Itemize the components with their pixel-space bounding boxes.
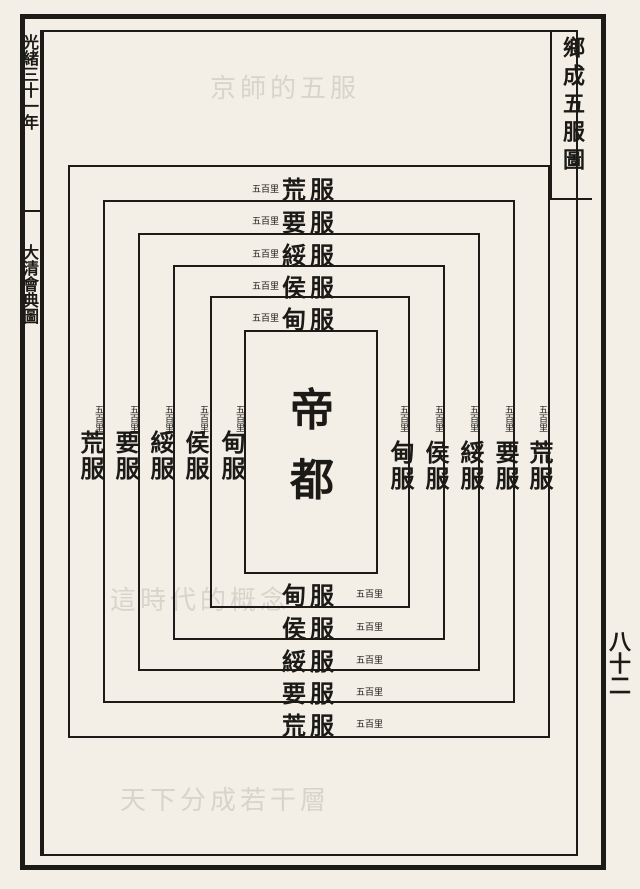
right-distance: 五百里 — [503, 405, 513, 432]
bleed-through-text: 天下分成若干層 — [120, 786, 331, 816]
right-distance: 五百里 — [433, 405, 443, 432]
bottom-distance: 五百里 — [356, 656, 384, 666]
zone-border-2 — [103, 200, 515, 703]
right-distance: 五百里 — [468, 405, 478, 432]
left-zone-col-1: 荒服 — [76, 430, 105, 482]
right-zone-col-2: 要服 — [491, 440, 520, 492]
right-zone-col-3: 綏服 — [456, 440, 485, 492]
right-zone-col-1: 荒服 — [525, 440, 554, 492]
margin-divider — [20, 210, 42, 212]
zone-border-3 — [138, 233, 480, 671]
diagram-title: 鄉成五服圖 — [550, 30, 592, 200]
left-distance: 五百里 — [128, 405, 138, 432]
bottom-zone-row-2: 要服 — [282, 679, 338, 708]
zone-border-1 — [68, 165, 550, 738]
bottom-distance: 五百里 — [356, 623, 384, 633]
bottom-distance: 五百里 — [356, 688, 384, 698]
bottom-zone-row-4: 侯服 — [282, 614, 338, 643]
center-char-1: 帝 — [290, 385, 334, 436]
left-zone-col-4: 侯服 — [181, 430, 210, 482]
zone-border-4 — [173, 265, 445, 640]
margin-column: 光緒三十一年 大清會典圖 — [18, 30, 42, 856]
top-zone-row-3: 綏服 — [282, 241, 338, 270]
top-zone-row-5: 甸服 — [282, 305, 338, 334]
top-distance: 五百里 — [252, 250, 280, 260]
left-zone-col-3: 綏服 — [146, 430, 175, 482]
right-zone-col-5: 甸服 — [386, 440, 415, 492]
bottom-zone-row-1: 荒服 — [282, 711, 338, 740]
left-zone-col-2: 要服 — [111, 430, 140, 482]
right-zone-col-4: 侯服 — [421, 440, 450, 492]
bleed-through-text: 京師的五服 — [210, 74, 361, 104]
center-char-2: 都 — [290, 455, 334, 506]
page-number: 八十二 — [605, 630, 631, 696]
left-distance: 五百里 — [163, 405, 173, 432]
top-distance: 五百里 — [252, 282, 280, 292]
right-distance: 五百里 — [537, 405, 547, 432]
left-zone-col-5: 甸服 — [217, 430, 246, 482]
zone-border-center — [244, 330, 378, 574]
margin-era: 光緒三十一年 — [20, 34, 39, 130]
right-distance: 五百里 — [398, 405, 408, 432]
top-distance: 五百里 — [252, 217, 280, 227]
left-distance: 五百里 — [93, 405, 103, 432]
center-capital: 帝 都 — [262, 376, 362, 516]
bottom-distance: 五百里 — [356, 590, 384, 600]
left-distance: 五百里 — [198, 405, 208, 432]
top-zone-row-1: 荒服 — [282, 175, 338, 204]
zone-border-5 — [210, 296, 410, 608]
top-distance: 五百里 — [252, 314, 280, 324]
top-zone-row-4: 侯服 — [282, 273, 338, 302]
top-zone-row-2: 要服 — [282, 208, 338, 237]
page-frame-inner — [42, 30, 578, 856]
left-distance: 五百里 — [234, 405, 244, 432]
margin-book-title: 大清會典圖 — [20, 244, 39, 324]
bottom-zone-row-3: 綏服 — [282, 647, 338, 676]
page-frame-outer — [20, 14, 606, 870]
top-distance: 五百里 — [252, 185, 280, 195]
bottom-zone-row-5: 甸服 — [282, 581, 338, 610]
bottom-distance: 五百里 — [356, 720, 384, 730]
